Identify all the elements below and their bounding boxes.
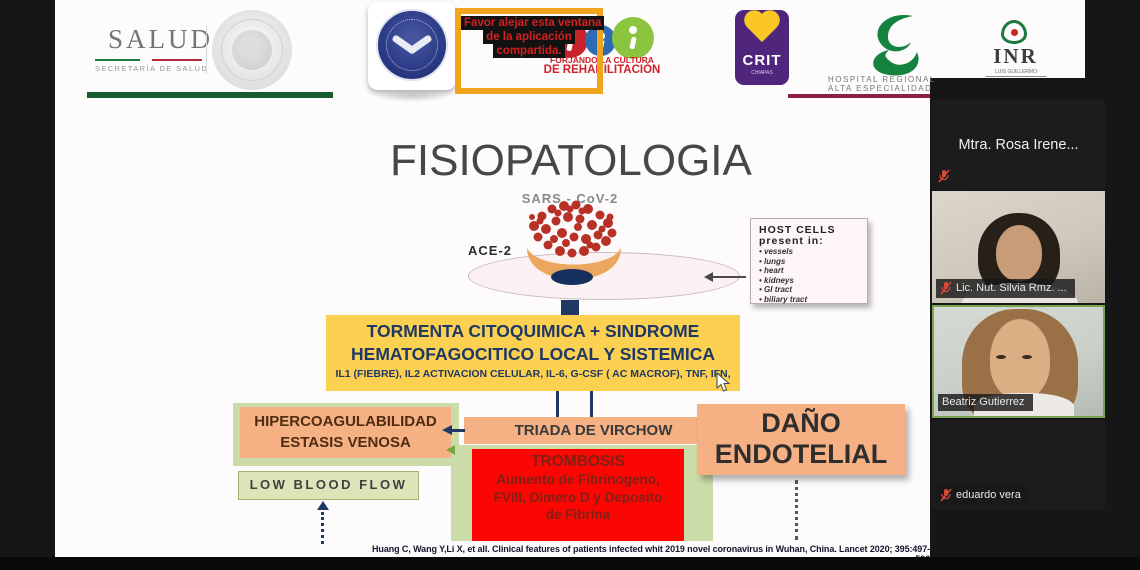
crit-logo: CRIT CHIAPAS: [735, 10, 789, 85]
muted-mic-icon: [940, 281, 952, 295]
meeting-toolbar: [0, 557, 1140, 570]
inr-title: INR: [993, 44, 1038, 68]
warning-line3: compartida.: [493, 44, 565, 58]
thrombosis-line1: Aumento de Fibrinogeno,: [496, 472, 660, 487]
endothelial-dotted-line: [795, 480, 798, 540]
host-cells-subtitle: present in:: [759, 235, 824, 247]
endothelial-line1: DAÑO: [761, 408, 841, 438]
muted-mic-icon: [938, 169, 950, 183]
mouse-cursor: [716, 372, 731, 392]
host-cells-box: HOST CELLS present in: vessels lungs hea…: [750, 218, 868, 304]
hospital-swirl-icon: [873, 15, 919, 76]
participant-name: Lic. Nut. Silvia Rmz. ...: [956, 282, 1067, 294]
participant-tile-beatriz[interactable]: Beatriz Gutierrez: [932, 305, 1105, 418]
low-blood-flow-box: LOW BLOOD FLOW: [238, 471, 419, 500]
virchow-triad-box: TRIADA DE VIRCHOW: [464, 417, 723, 444]
crit-title: CRIT: [742, 52, 782, 69]
inr-subtitle: LUIS GUILLERMO: [986, 69, 1046, 77]
slide-title: FISIOPATOLOGIA: [390, 136, 752, 185]
cell-nucleus: [551, 269, 593, 285]
cell-to-box-connector: [561, 300, 579, 316]
low-flow-arrowhead: [317, 501, 329, 510]
host-cells-item: heart: [759, 266, 859, 276]
hospital-maroon-bar: [788, 94, 930, 98]
low-flow-dotted-line: [321, 512, 324, 544]
hostcells-connector-line: [712, 276, 746, 278]
cytokine-storm-box: TORMENTA CITOQUIMICA + SINDROME HEMATOFA…: [326, 315, 740, 391]
participant-tile-silvia[interactable]: Lic. Nut. Silvia Rmz. ...: [932, 191, 1105, 303]
salud-logo-subtitle: SECRETARÍA DE SALUD: [95, 64, 209, 73]
host-cells-item: GI tract: [759, 285, 859, 295]
ace2-label: ACE-2: [468, 243, 513, 258]
muted-mic-icon: [940, 488, 952, 502]
participant-tile-rosa[interactable]: Mtra. Rosa Irene...: [932, 100, 1105, 189]
cytokine-line1: TORMENTA CITOQUIMICA + SINDROME: [366, 321, 700, 341]
crit-subtitle: CHIAPAS: [751, 70, 773, 76]
participant-name: Beatriz Gutierrez: [942, 396, 1025, 408]
ace2-receptor-icon: [527, 248, 621, 280]
participant-tile-eduardo[interactable]: eduardo vera: [932, 420, 1105, 510]
cmn-20-noviembre-logo-icon: [368, 2, 456, 90]
connector-line-left: [556, 391, 559, 417]
participant-label: Lic. Nut. Silvia Rmz. ...: [936, 279, 1075, 298]
virus-label: SARS - CoV-2: [521, 191, 619, 206]
hospital-name-line1: HOSPITAL REGIONAL: [828, 75, 936, 84]
share-warning-overlay[interactable]: Favor alejar esta ventana de la aplicaci…: [455, 8, 605, 94]
cmn-logo-reflection: [374, 90, 450, 102]
hostcells-arrowhead: [704, 272, 713, 282]
thrombosis-line3: de Fibrina: [545, 507, 611, 522]
endothelial-damage-box: DAÑO ENDOTELIAL: [697, 404, 905, 475]
cytokine-line2: HEMATOFAGOCITICO LOCAL Y SISTEMICA: [351, 344, 715, 364]
participant-label: eduardo vera: [936, 486, 1029, 505]
participant-name: eduardo vera: [956, 489, 1021, 501]
thrombosis-line2: FVIII, Dimero D y Deposito: [493, 489, 663, 505]
thrombosis-title: TROMBOSIS: [531, 453, 625, 470]
salud-underline-red: [152, 59, 202, 61]
host-cells-item: vessels: [759, 247, 859, 257]
salud-underline-green: [95, 59, 140, 61]
inr-emblem-icon: [1001, 20, 1027, 44]
rehab-figure-green-icon: [612, 17, 654, 59]
crit-heart-icon: [747, 13, 777, 43]
navy-arrow-left-line: [451, 429, 465, 432]
host-cells-item: lungs: [759, 257, 859, 267]
hypercoagulability-line1: HIPERCOAGULABILIDAD: [254, 413, 437, 430]
hypercoagulability-line2: ESTASIS VENOSA: [280, 434, 411, 451]
cytokine-line3: IL1 (FIEBRE), IL2 ACTIVACION CELULAR, IL…: [335, 368, 731, 380]
host-cells-title: HOST CELLS: [759, 224, 836, 236]
header-divider: [206, 26, 207, 74]
host-cell-ellipse: [468, 252, 740, 300]
hospital-name-line2: ALTA ESPECIALIDAD: [828, 84, 933, 93]
endothelial-line2: ENDOTELIAL: [714, 439, 888, 469]
green-arrow-left-head: [446, 445, 455, 455]
mexico-seal-icon: [212, 10, 292, 90]
participant-name: Mtra. Rosa Irene...: [958, 136, 1079, 153]
salud-green-bar: [87, 92, 333, 98]
thrombosis-box: TROMBOSIS Aumento de Fibrinogeno, FVIII,…: [472, 449, 684, 541]
warning-line1: Favor alejar esta ventana: [461, 16, 605, 30]
warning-line2: de la aplicación: [483, 30, 575, 44]
salud-logo-title: SALUD: [108, 24, 214, 54]
sars-cov2-virus-icon: [529, 200, 617, 258]
participant-label: Beatriz Gutierrez: [938, 394, 1033, 411]
navy-arrow-left-head: [442, 425, 452, 435]
hypercoagulability-box: HIPERCOAGULABILIDAD ESTASIS VENOSA: [240, 407, 451, 458]
host-cells-item: biliary tract: [759, 295, 859, 305]
connector-line-right: [590, 391, 593, 417]
host-cells-item: kidneys: [759, 276, 859, 286]
